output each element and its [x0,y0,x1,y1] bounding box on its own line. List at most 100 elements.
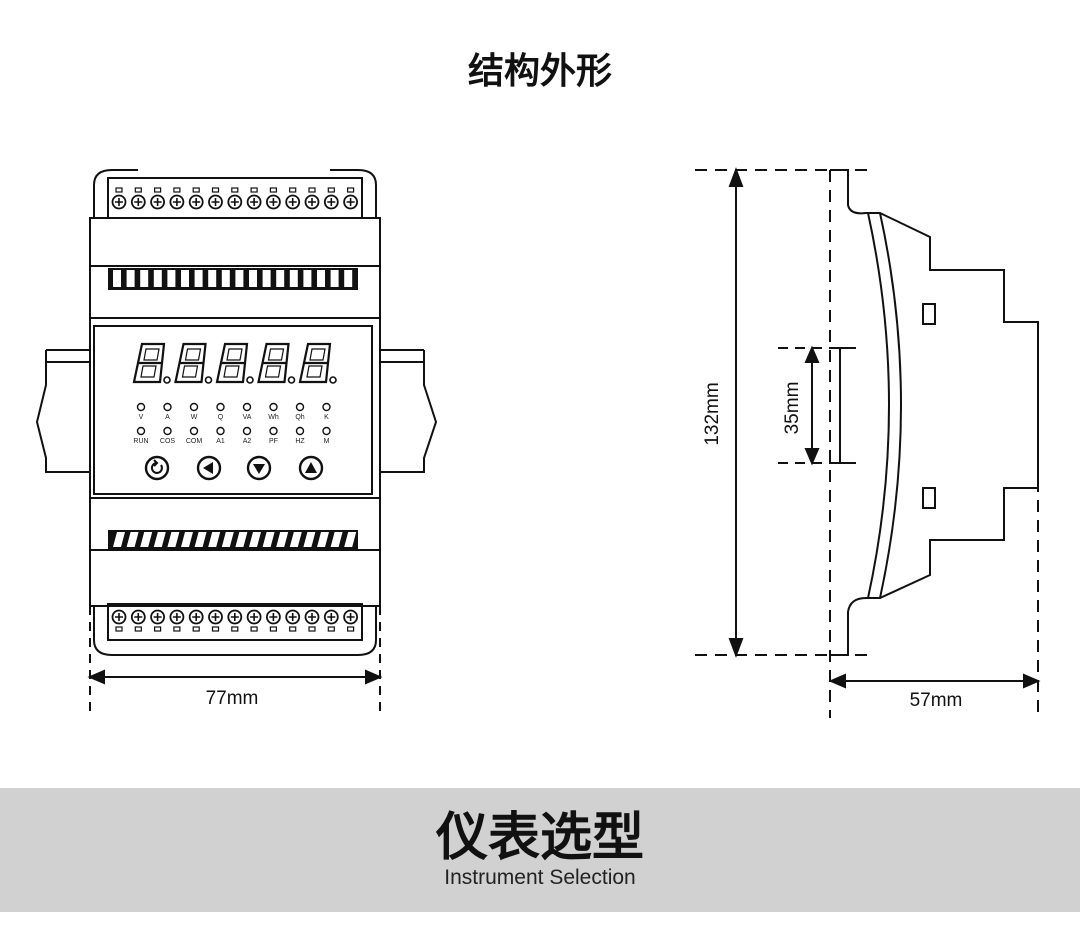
led-va [242,402,252,412]
terminal-screw [130,194,146,210]
led-a [163,402,172,412]
width-dimension [87,606,383,712]
vent-slot [167,532,180,547]
digit-segments [223,348,243,378]
screw-slot [327,613,336,621]
screw-slot [153,198,162,206]
terminal-screw [150,194,166,210]
led-label: M [324,438,330,445]
led-com [189,426,199,436]
vent-slot [153,270,162,287]
vent-slot [140,270,149,287]
terminal-tab [289,626,297,632]
led-cos [163,426,172,436]
din-rail-right [380,349,438,473]
terminal-screw [169,609,185,625]
vent-slot [303,270,312,287]
screw-slot [230,613,239,621]
page-title: 结构外形 [467,51,612,92]
led-label: VA [243,414,252,421]
decimal-point [204,376,213,384]
terminal-screw [227,194,243,210]
vent-slot [262,270,271,287]
terminal-tab [231,187,239,193]
terminal-tab [231,626,239,632]
terminal-tab [211,626,220,632]
vent-slot [344,270,353,287]
vent-slot [289,270,298,287]
screw-slot [192,198,201,206]
vent-slot [289,532,302,547]
terminal-screw [188,609,204,625]
digit-segments [181,348,202,378]
screw-slot [308,613,316,621]
led-v [136,402,146,412]
terminal-tab [192,187,200,193]
led-a2 [242,426,252,436]
screw-slot [288,198,297,206]
panel-buttons [144,455,324,481]
vent-slot [235,270,244,287]
digit-segments [140,348,160,378]
led-label: V [139,414,144,421]
led-label: RUN [133,438,148,445]
vent-slot [153,532,166,547]
screw-slot [269,613,278,621]
decimal-point [329,376,337,384]
vent-slot [249,270,257,287]
led-run [136,426,146,436]
section-subtitle: Instrument Selection [444,866,636,889]
reset-icon [150,459,163,474]
terminal-tab [289,187,297,193]
screw-slot [269,198,278,206]
led-qh [295,402,305,412]
meter-body [89,217,381,607]
screw-slot [153,613,162,621]
rail-label: 35mm [782,382,803,435]
terminal-screw [130,609,146,625]
vent-slot [113,532,125,547]
digit [174,342,207,384]
section-band [0,788,1080,912]
led-label: Wh [268,414,279,421]
terminal-tab [347,187,355,193]
screw-slot [250,198,259,206]
terminal-tab [134,626,142,632]
left-arrow-icon [203,462,213,474]
vent-slot [262,532,275,547]
decimal-point [246,376,254,384]
led-label: HZ [295,438,305,445]
up-arrow-icon [305,462,317,473]
led-label: PF [269,438,278,445]
terminal-screw [246,609,262,625]
vent-slot [221,270,230,287]
terminal-screw [323,194,339,210]
top-terminal-screws [111,187,359,210]
screw-slot [250,613,259,621]
terminal-screw [150,609,166,625]
seven-segment-display [132,342,337,384]
terminal-tab [173,187,181,193]
screw-slot [327,198,336,206]
vent-slot [126,270,135,287]
terminal-tab [250,187,258,193]
led-w [189,402,199,412]
vent-slot [276,532,289,547]
terminal-screw [304,609,320,625]
digit [298,342,332,384]
led-label: K [324,414,329,421]
top-terminal-block [93,169,377,218]
led-k [322,402,331,412]
terminal-screw [285,609,301,625]
terminal-screw [111,194,127,210]
led-m [322,426,331,436]
led-a1 [216,426,225,436]
digit [215,342,249,384]
screw-slot [211,198,220,206]
reset-button[interactable] [144,455,170,481]
vent-slot [303,532,316,547]
terminal-tab [115,626,123,632]
section-title: 仪表选型 [435,808,644,868]
